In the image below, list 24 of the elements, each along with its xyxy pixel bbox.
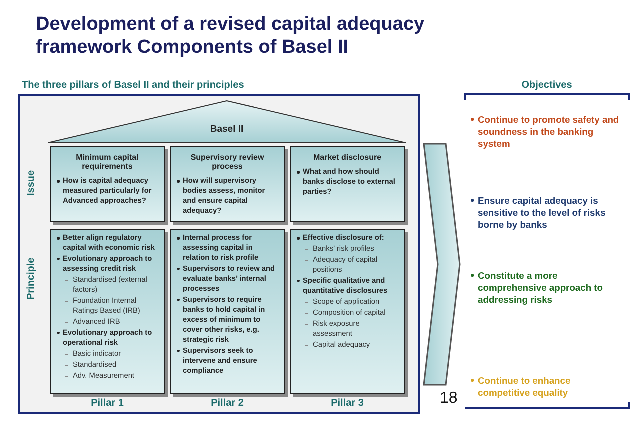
column-heading: Objectives	[520, 80, 574, 91]
issue-panel	[50, 146, 165, 222]
issue-panel	[170, 146, 285, 222]
principle-panel	[170, 229, 285, 394]
roof-label: Basel II	[209, 124, 245, 135]
page-number: 18	[440, 390, 458, 408]
panel-heading: Supervisory review process	[190, 153, 264, 171]
objective-text: Ensure capital adequacy is sensitive to the level of risks borne by banks	[478, 195, 606, 230]
pillar-label: Pillar 1	[90, 398, 125, 409]
row-label: Principle	[26, 258, 37, 300]
slide-title: Development of a revised capital adequacy framework Components of Basel II	[36, 14, 426, 60]
objective-text: Continue to enhance competitive equality	[478, 375, 571, 398]
issue-panel	[290, 146, 405, 222]
row-label: Issue	[26, 170, 37, 196]
chevron-arrow	[423, 143, 461, 386]
pillar-label: Pillar 3	[330, 398, 365, 409]
pillar-label: Pillar 2	[210, 398, 245, 409]
section-heading: The three pillars of Basel II and their principles	[22, 80, 244, 91]
objective-text: Continue to promote safety and soundness in the banking system	[478, 114, 620, 150]
panel-heading: Market disclosure	[313, 153, 382, 162]
principle-panel	[50, 229, 165, 394]
principle-panel	[290, 229, 405, 394]
panel-heading: Minimum capital requirements	[76, 153, 139, 171]
objective-text: Constitute a more comprehensive approach to addressing risks	[478, 270, 604, 306]
